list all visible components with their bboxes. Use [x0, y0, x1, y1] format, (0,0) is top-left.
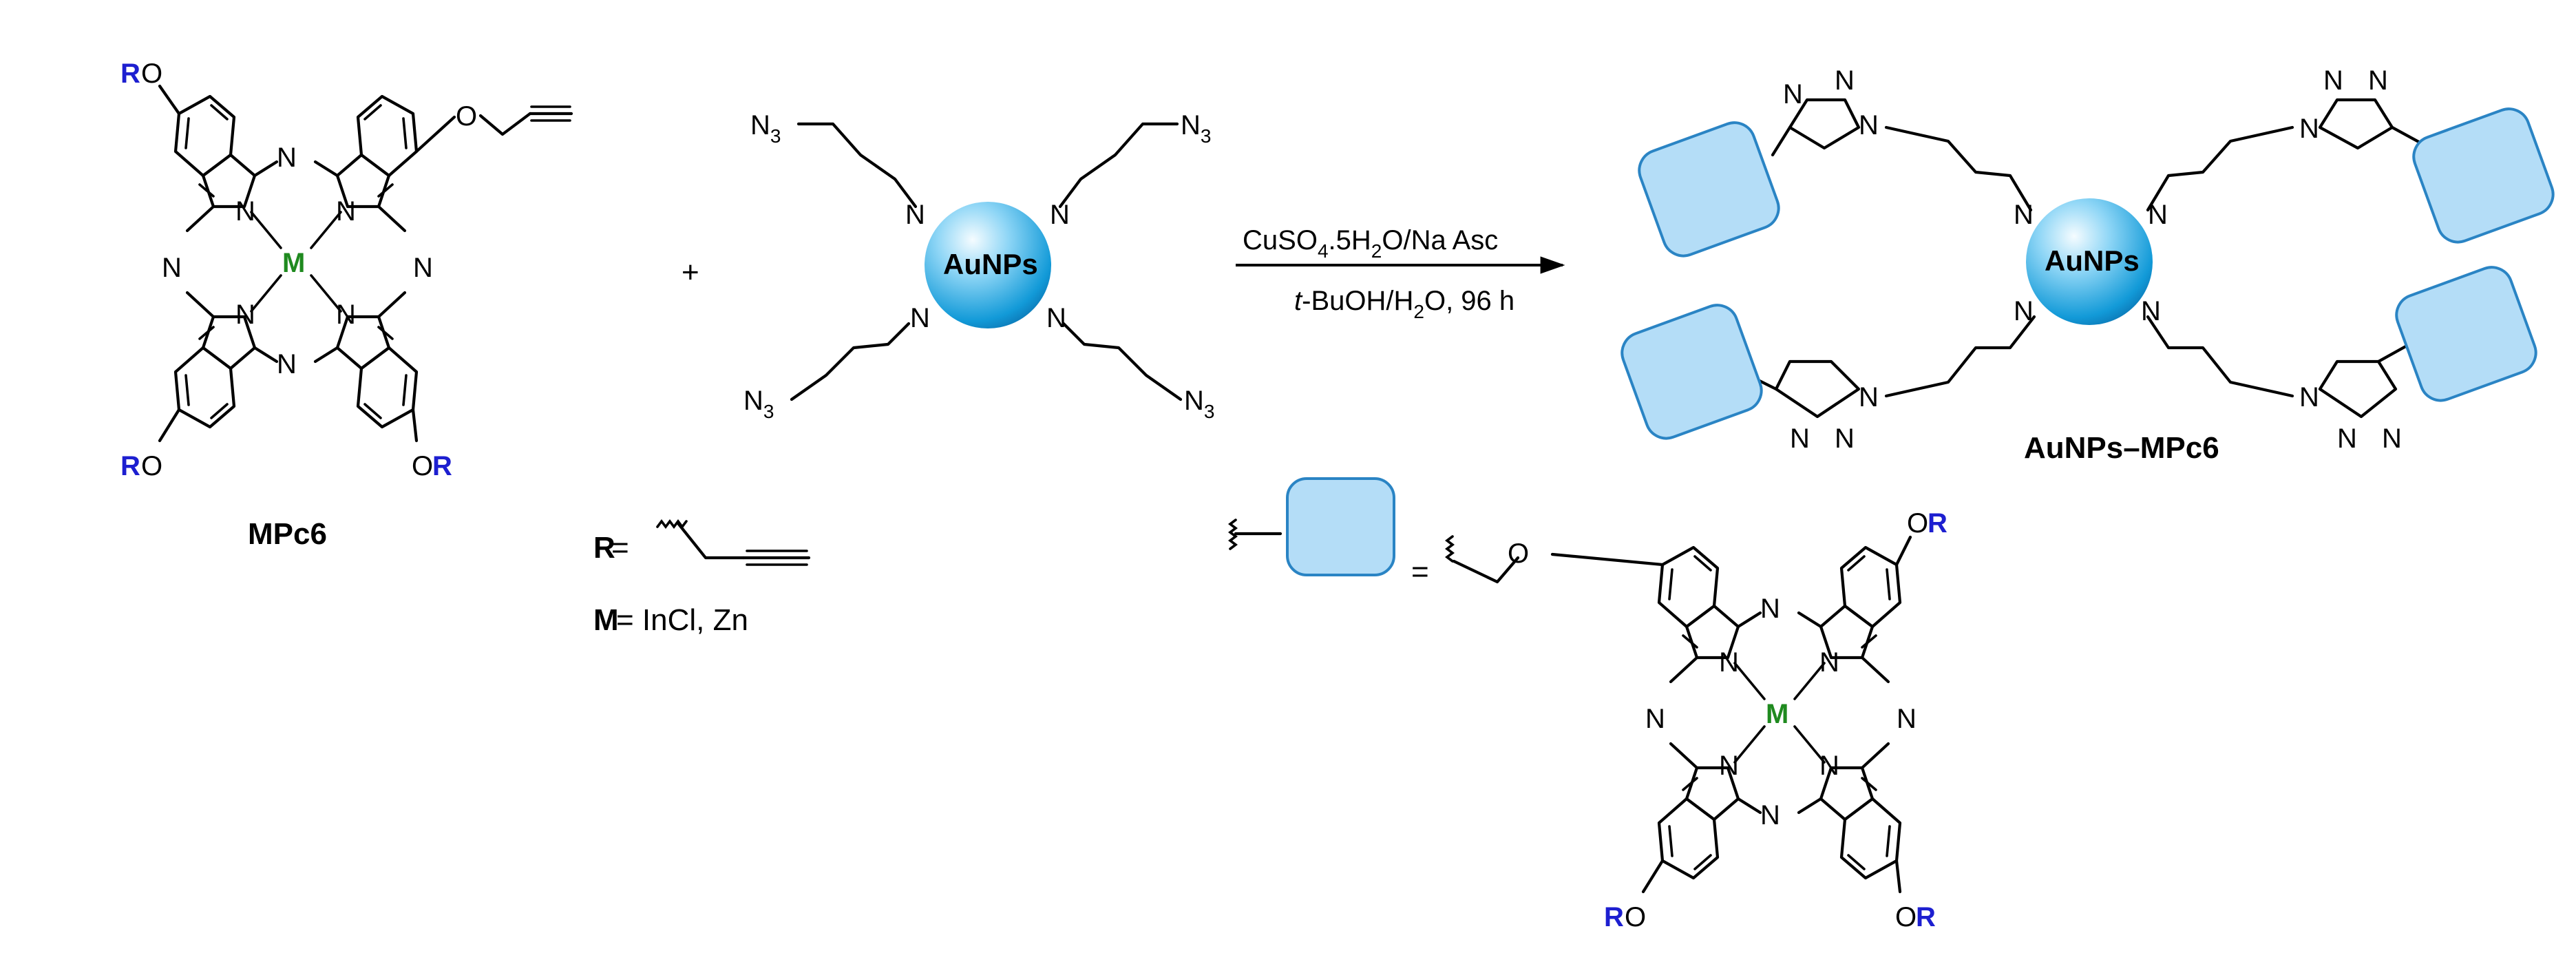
svg-text:N: N [1719, 751, 1739, 781]
oxygen-bl: O [141, 451, 162, 481]
reagents-line-1: CuSO4.5H2O/Na Asc [1243, 225, 1498, 262]
legend-box [1286, 477, 1395, 576]
svg-text:N: N [2382, 424, 2402, 454]
m-def-letter: M [593, 603, 619, 637]
product-label: AuNPs–MPc6 [2024, 431, 2219, 465]
aunp-label-reactant: AuNPs [943, 248, 1038, 280]
svg-text:N: N [1835, 424, 1855, 454]
legend-r-bl: R [1604, 902, 1624, 932]
pyrrole-n-tr: N [336, 196, 356, 227]
triazole-bl: N N N [1746, 359, 1879, 454]
meso-n-top: N [277, 143, 297, 173]
prod-amine-tr: N [2148, 200, 2168, 230]
metal-center: M [282, 248, 305, 278]
r-group-br: R [432, 451, 452, 481]
svg-text:N: N [1760, 594, 1780, 624]
box-legend: = [1228, 477, 1520, 589]
r-def-letter: R [593, 531, 615, 565]
pyrrole-n-br: N [336, 300, 356, 330]
svg-text:N: N [1897, 704, 1917, 734]
azide-tl: N3 [750, 110, 781, 147]
m-def-rest: = InCl, Zn [616, 603, 748, 637]
oxygen-tr: O [456, 101, 477, 132]
svg-text:N: N [1819, 751, 1839, 781]
prod-amine-br: N [2141, 296, 2161, 326]
pc-box-br [2395, 266, 2537, 402]
azide-tr: N3 [1181, 110, 1211, 147]
plus-sign: + [682, 255, 699, 289]
prod-amine-bl: N [2014, 296, 2034, 326]
svg-text:N: N [2299, 382, 2319, 412]
amine-n-tr: N [1050, 200, 1070, 230]
triazole-tr: N N N [2299, 65, 2432, 150]
svg-text:N: N [1859, 110, 1879, 140]
r-definition: R = [593, 519, 811, 566]
svg-text:O: O [1895, 902, 1917, 932]
azide-br: N3 [1184, 386, 1214, 422]
svg-text:N: N [1645, 704, 1665, 734]
svg-text:N: N [2323, 65, 2343, 96]
prod-amine-tl: N [2014, 200, 2034, 230]
pyrrole-n-tl: N [235, 196, 255, 227]
legend-equals: = [1411, 555, 1429, 589]
meso-n-right: N [413, 253, 433, 283]
svg-text:N: N [1859, 382, 1879, 412]
amine-n-tl: N [905, 200, 925, 230]
triazole-tl: N N N [1771, 65, 1879, 157]
svg-text:N: N [1819, 647, 1839, 678]
svg-text:N: N [2337, 424, 2357, 454]
pc-box-tl [1638, 121, 1780, 258]
legend-r-tr: R [1928, 508, 1947, 538]
azido-aunp: AuNPs N N3 N N3 N N3 N N3 [743, 110, 1214, 422]
triazole-br: N N N [2299, 342, 2411, 454]
svg-text:N: N [2368, 65, 2388, 96]
svg-text:N: N [1719, 647, 1739, 678]
oxygen-br: O [412, 451, 433, 481]
svg-text:N: N [1835, 65, 1855, 96]
r-def-equals: = [611, 531, 629, 565]
legend-pc-structure: N N N N N N N N M O O R O R O R [1508, 508, 1947, 932]
svg-text:O: O [1907, 508, 1928, 538]
svg-text:N: N [1760, 800, 1780, 830]
pc-box-tr [2412, 107, 2555, 244]
svg-text:N: N [1790, 424, 1810, 454]
r-group-bl: R [120, 451, 140, 481]
gold-nanoparticle-product [2026, 198, 2153, 325]
legend-metal: M [1766, 699, 1788, 729]
pyrrole-n-bl: N [235, 300, 255, 330]
legend-r-br: R [1916, 902, 1936, 932]
meso-n-bottom: N [277, 349, 297, 379]
amine-n-br: N [1046, 303, 1066, 333]
gold-nanoparticle [925, 202, 1051, 328]
pc-box-bl [1620, 304, 1763, 440]
svg-text:O: O [1625, 902, 1646, 932]
meso-n-left: N [162, 253, 182, 283]
reactant-label: MPc6 [248, 517, 327, 551]
m-definition: M = InCl, Zn [593, 603, 748, 637]
aunp-label-product: AuNPs [2045, 244, 2140, 277]
mpc6-structure: N N N N N N N N M O R O O R O R [120, 59, 573, 481]
r-group-tl: R [120, 59, 140, 89]
product-aunps-mpc6: AuNPs N N N N N N N N N N N N [1620, 65, 2555, 454]
amine-n-bl: N [910, 303, 930, 333]
legend-oxygen-link: O [1508, 538, 1529, 569]
reagents-line-2: t-BuOH/H2O, 96 h [1294, 286, 1514, 322]
svg-text:N: N [2299, 114, 2319, 144]
oxygen-tl: O [141, 59, 162, 89]
svg-text:N: N [1783, 79, 1803, 109]
azide-bl: N3 [743, 386, 774, 422]
